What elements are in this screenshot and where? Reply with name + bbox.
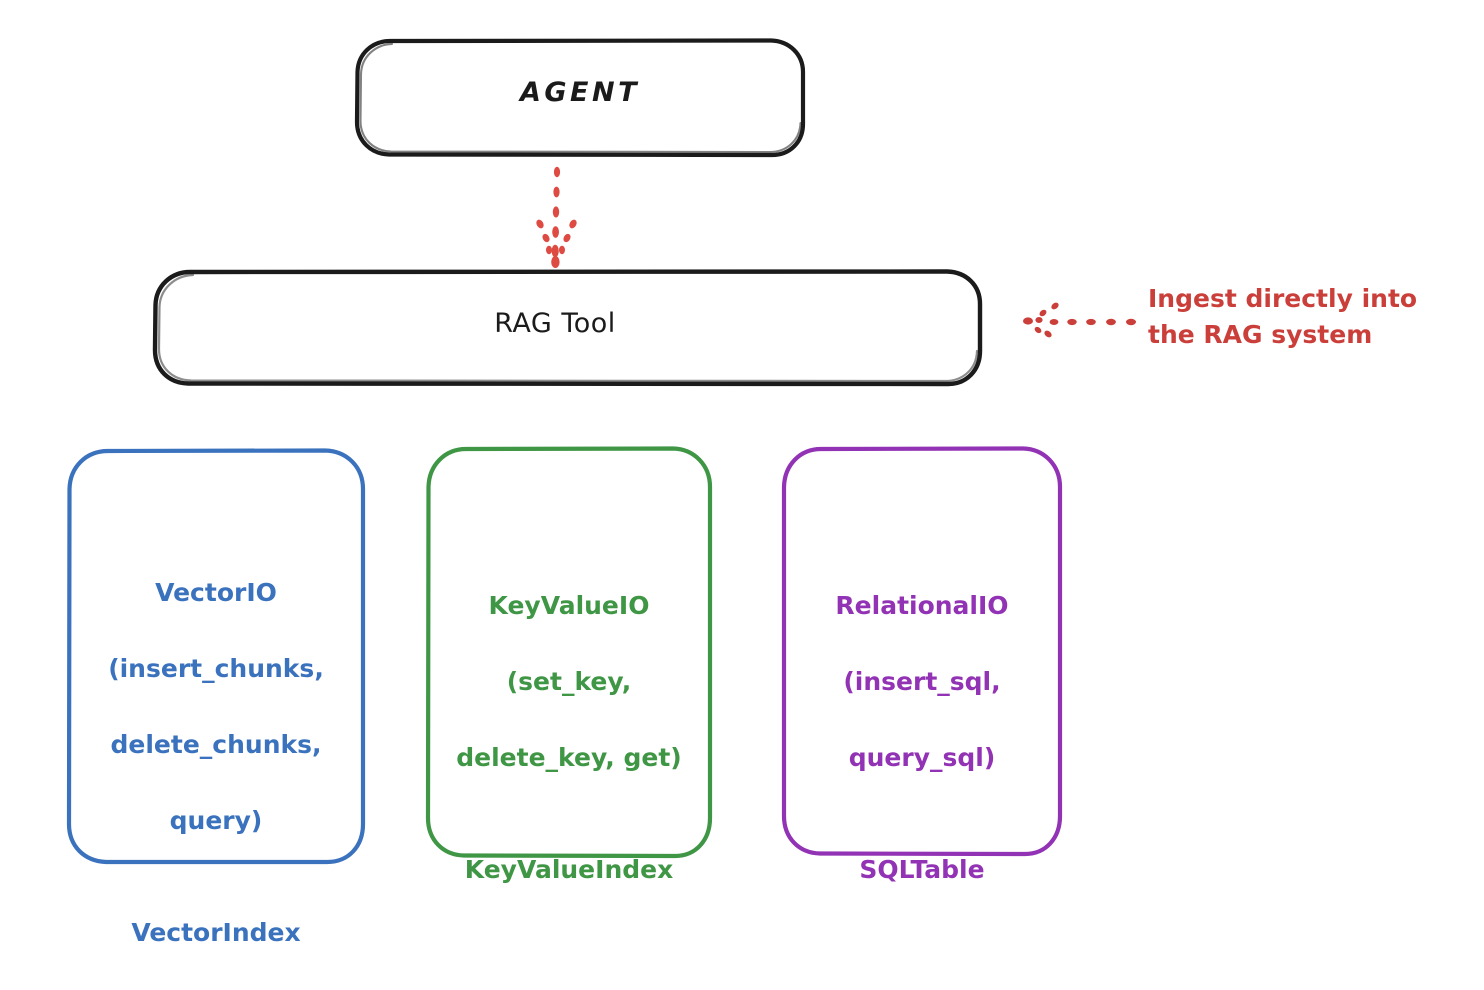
- vector-store-method-line-1: (insert_chunks,: [108, 654, 324, 683]
- keyvalue-store-index: KeyValueIndex: [464, 855, 674, 884]
- vector-store-method-line-3: query): [169, 806, 263, 835]
- agent-to-ragtool-connector: [536, 166, 577, 268]
- relational-store-node-shape[interactable]: [781, 446, 1063, 857]
- diagram-canvas: AGENT RAG Tool Ingest directly into the …: [66, 38, 1418, 947]
- keyvalue-store-text-block: KeyValueIO (set_key, delete_key, get) Ke…: [428, 549, 710, 927]
- keyvalue-store-method-line-2: delete_key, get): [456, 743, 682, 772]
- relational-store-text-block: RelationalIO (insert_sql, query_sql) SQL…: [784, 549, 1060, 927]
- agent-label: AGENT: [519, 77, 640, 108]
- diagram-svg: [66, 38, 1136, 865]
- relational-store-title: RelationalIO: [835, 591, 1009, 620]
- vector-store-text-block: VectorIO (insert_chunks, delete_chunks, …: [69, 536, 363, 990]
- vector-store-method-line-2: delete_chunks,: [110, 730, 322, 759]
- rag-tool-node-shape[interactable]: [152, 269, 983, 387]
- relational-store-index: SQLTable: [859, 855, 985, 884]
- relational-store-method-line-2: query_sql): [848, 743, 996, 772]
- ingest-annotation-label: Ingest directly into the RAG system: [1148, 284, 1418, 350]
- keyvalue-store-title: KeyValueIO: [488, 591, 650, 620]
- relational-store-method-line-1: (insert_sql,: [843, 667, 1001, 696]
- ingest-arrow-connector: [1023, 302, 1136, 338]
- keyvalue-store-method-line-1: (set_key,: [506, 667, 632, 696]
- vector-store-node-shape[interactable]: [66, 448, 366, 865]
- keyvalue-store-node-shape[interactable]: [425, 446, 713, 859]
- vector-store-title: VectorIO: [155, 578, 277, 607]
- agent-node-shape[interactable]: [354, 38, 806, 158]
- vector-store-index: VectorIndex: [131, 918, 301, 947]
- rag-tool-label: RAG Tool: [494, 308, 616, 339]
